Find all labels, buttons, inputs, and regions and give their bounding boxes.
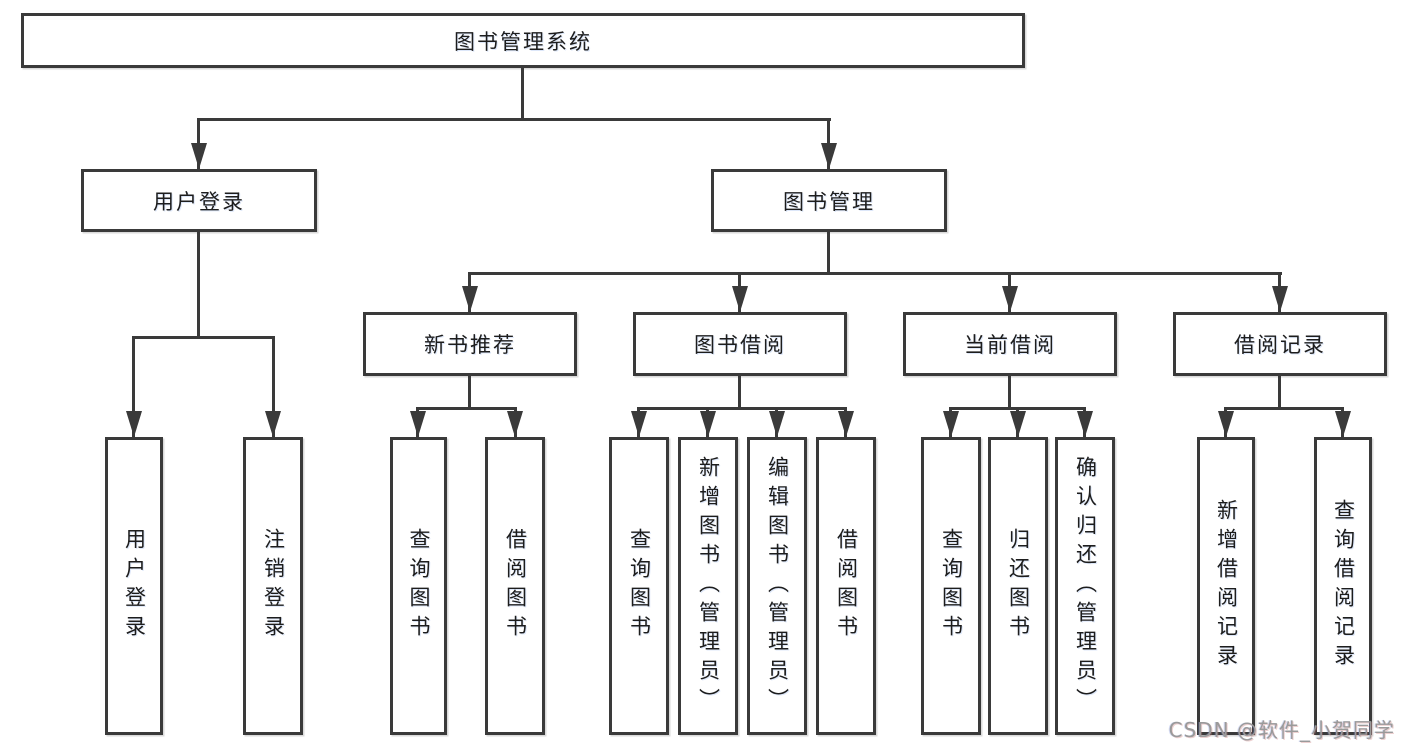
leaf-current-query-books-label: 查询图书	[939, 528, 964, 644]
arrow-down-icon	[1002, 286, 1018, 312]
connector-newbook-stub	[468, 376, 471, 410]
leaf-newbook-query-books-label: 查询图书	[407, 528, 431, 644]
connector-bookborrow-stub	[738, 376, 741, 410]
arrow-down-icon	[1218, 411, 1234, 437]
arrow-down-icon	[126, 411, 142, 437]
connector-root-branch	[198, 118, 831, 121]
leaf-current-query-books: 查询图书	[921, 437, 981, 735]
node-root: 图书管理系统	[21, 13, 1025, 68]
arrow-down-icon	[943, 411, 959, 437]
node-borrow-record: 借阅记录	[1173, 312, 1387, 376]
leaf-current-confirm-return-admin: 确认归还（管理员）	[1055, 437, 1115, 735]
leaf-current-return-books-label: 归还图书	[1006, 528, 1031, 644]
node-user-login: 用户登录	[81, 169, 317, 232]
connector-bookmgmt-branch	[469, 272, 1282, 275]
leaf-user-login: 用户登录	[105, 437, 163, 735]
arrow-down-icon	[1272, 286, 1288, 312]
node-book-borrow: 图书借阅	[633, 312, 847, 376]
leaf-current-confirm-return-admin-label: 确认归还（管理员）	[1073, 455, 1098, 717]
arrow-down-icon	[191, 143, 207, 169]
leaf-newbook-borrow-books-label: 借阅图书	[503, 528, 528, 644]
arrow-down-icon	[838, 411, 854, 437]
arrow-down-icon	[462, 286, 478, 312]
connector-userlogin-to-leaf2	[272, 336, 275, 437]
leaf-newbook-borrow-books: 借阅图书	[485, 437, 545, 735]
leaf-borrow-query-books-label: 查询图书	[627, 528, 652, 644]
arrow-down-icon	[821, 143, 837, 169]
connector-borrowrecord-branch	[1224, 407, 1344, 410]
watermark: CSDN @软件_小贺同学	[1168, 718, 1395, 742]
leaf-borrow-edit-books-admin-label: 编辑图书（管理员）	[765, 455, 790, 717]
connector-userlogin-to-leaf1	[132, 336, 135, 437]
arrow-down-icon	[1335, 411, 1351, 437]
arrow-down-icon	[265, 411, 281, 437]
leaf-record-add-borrow-record: 新增借阅记录	[1197, 437, 1255, 735]
node-book-management: 图书管理	[711, 169, 947, 232]
leaf-logout: 注销登录	[243, 437, 303, 735]
node-root-label: 图书管理系统	[454, 29, 592, 54]
connector-bookmgmt-stub	[827, 232, 830, 275]
node-current-borrow-label: 当前借阅	[964, 333, 1056, 357]
connector-borrowrecord-stub	[1278, 376, 1281, 410]
leaf-borrow-query-books: 查询图书	[609, 437, 669, 735]
arrow-down-icon	[732, 286, 748, 312]
leaf-borrow-borrow-books-label: 借阅图书	[834, 528, 859, 644]
arrow-down-icon	[507, 411, 523, 437]
node-user-login-label: 用户登录	[153, 189, 245, 214]
leaf-borrow-add-books-admin-label: 新增图书（管理员）	[696, 455, 721, 717]
node-new-book-recommend: 新书推荐	[363, 312, 577, 376]
connector-bookborrow-branch	[637, 407, 847, 410]
node-borrow-record-label: 借阅记录	[1234, 333, 1326, 357]
leaf-logout-label: 注销登录	[261, 528, 286, 644]
connector-newbook-branch	[416, 407, 517, 410]
leaf-newbook-query-books: 查询图书	[390, 437, 447, 735]
leaf-borrow-borrow-books: 借阅图书	[816, 437, 876, 735]
arrow-down-icon	[631, 411, 647, 437]
leaf-borrow-add-books-admin: 新增图书（管理员）	[678, 437, 738, 735]
arrow-down-icon	[1010, 411, 1026, 437]
leaf-record-query-borrow-record: 查询借阅记录	[1314, 437, 1372, 735]
arrow-down-icon	[410, 411, 426, 437]
arrow-down-icon	[700, 411, 716, 437]
connector-currentborrow-stub	[1008, 376, 1011, 410]
node-book-management-label: 图书管理	[783, 189, 875, 214]
leaf-record-query-borrow-record-label: 查询借阅记录	[1331, 499, 1356, 673]
node-new-book-recommend-label: 新书推荐	[424, 333, 516, 357]
connector-root-stub	[521, 68, 524, 121]
leaf-borrow-edit-books-admin: 编辑图书（管理员）	[747, 437, 807, 735]
leaf-record-add-borrow-record-label: 新增借阅记录	[1214, 499, 1239, 673]
leaf-user-login-label: 用户登录	[122, 528, 147, 644]
node-current-borrow: 当前借阅	[903, 312, 1117, 376]
arrow-down-icon	[1077, 411, 1093, 437]
node-book-borrow-label: 图书借阅	[694, 333, 786, 357]
connector-userlogin-stub	[197, 232, 200, 339]
arrow-down-icon	[769, 411, 785, 437]
connector-userlogin-branch	[132, 336, 275, 339]
leaf-current-return-books: 归还图书	[988, 437, 1048, 735]
